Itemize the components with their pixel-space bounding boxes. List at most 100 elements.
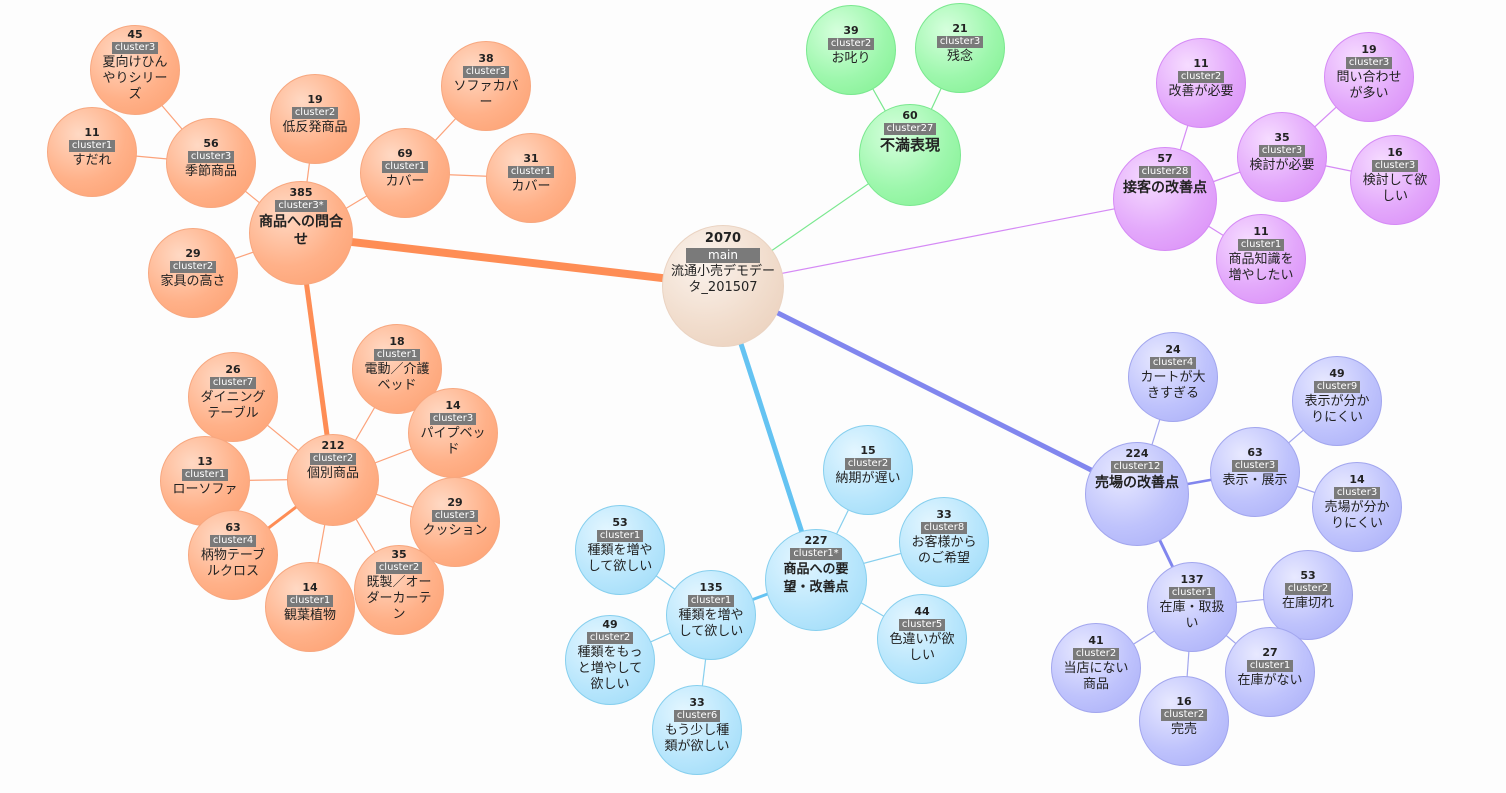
cluster-node[interactable]: 19 cluster2 低反発商品 [270, 74, 360, 164]
node-label: もう少し種類が欲しい [664, 722, 730, 754]
cluster-node[interactable]: 15 cluster2 納期が遅い [823, 425, 913, 515]
cluster-node[interactable]: 29 cluster3 クッション [410, 477, 500, 567]
cluster-tag: cluster6 [673, 709, 721, 722]
cluster-tag: cluster1 [68, 139, 116, 152]
cluster-node[interactable]: 49 cluster9 表示が分かりにくい [1292, 356, 1382, 446]
cluster-node[interactable]: 137 cluster1 在庫・取扱い [1147, 562, 1237, 652]
cluster-node[interactable]: 11 cluster1 すだれ [47, 107, 137, 197]
cluster-node[interactable]: 44 cluster5 色違いが欲しい [877, 594, 967, 684]
cluster-tag: cluster3 [1371, 159, 1419, 172]
cluster-tag: cluster3 [1231, 459, 1279, 472]
node-label: 売場の改善点 [1095, 475, 1179, 491]
cluster-tag: cluster9 [1313, 380, 1361, 393]
node-label: 納期が遅い [835, 470, 901, 486]
cluster-node[interactable]: 41 cluster2 当店にない商品 [1051, 623, 1141, 713]
hub-node[interactable]: 57 cluster28 接客の改善点 [1113, 147, 1217, 251]
hub-node[interactable]: 385 cluster3* 商品への問合せ [249, 181, 353, 285]
cluster-node[interactable]: 212 cluster2 個別商品 [287, 434, 379, 526]
node-label: 検討が必要 [1249, 157, 1315, 173]
node-count: 16 [1176, 694, 1192, 708]
cluster-node[interactable]: 69 cluster1 カバー [360, 128, 450, 218]
cluster-node[interactable]: 39 cluster2 お叱り [806, 5, 896, 95]
node-label: 表示が分かりにくい [1304, 393, 1370, 425]
cluster-tag: cluster1 [1168, 586, 1216, 599]
node-label: 残念 [946, 48, 973, 64]
cluster-node[interactable]: 35 cluster3 検討が必要 [1237, 112, 1327, 202]
cluster-node[interactable]: 135 cluster1 種類を増やして欲しい [666, 570, 756, 660]
hub-node[interactable]: 224 cluster12 売場の改善点 [1085, 442, 1189, 546]
cluster-node[interactable]: 63 cluster4 柄物テーブルクロス [188, 510, 278, 600]
cluster-tag: cluster2 [1284, 582, 1332, 595]
root-node[interactable]: 2070 main 流通小売デモデータ_201507 [662, 225, 784, 347]
cluster-node[interactable]: 26 cluster7 ダイニングテーブル [188, 352, 278, 442]
cluster-tag: cluster7 [209, 376, 257, 389]
node-count: 224 [1125, 447, 1149, 460]
cluster-node[interactable]: 24 cluster4 カートが大きすぎる [1128, 332, 1218, 422]
edge-root-violet [720, 282, 1139, 496]
cluster-node[interactable]: 49 cluster2 種類をもっと増やして欲しい [565, 615, 655, 705]
cluster-node[interactable]: 53 cluster2 在庫切れ [1263, 550, 1353, 640]
node-count: 13 [197, 454, 213, 468]
node-count: 53 [612, 515, 628, 529]
cluster-tag: cluster3 [1258, 144, 1306, 157]
cluster-node[interactable]: 31 cluster1 カバー [486, 133, 576, 223]
node-count: 33 [936, 507, 952, 521]
cluster-tag: cluster1 [1237, 238, 1285, 251]
node-label: 当店にない商品 [1063, 660, 1129, 692]
cluster-tag: cluster8 [920, 521, 968, 534]
cluster-node[interactable]: 33 cluster8 お客様からのご希望 [899, 497, 989, 587]
node-count: 45 [127, 27, 143, 41]
node-count: 14 [302, 580, 318, 594]
cluster-tag: cluster3 [429, 412, 477, 425]
node-count: 41 [1088, 633, 1104, 647]
cluster-node[interactable]: 53 cluster1 種類を増やして欲しい [575, 505, 665, 595]
node-label: 接客の改善点 [1123, 180, 1207, 196]
node-label: ローソファ [172, 481, 238, 497]
node-label: 夏向けひんやりシリーズ [102, 54, 168, 102]
hub-node[interactable]: 60 cluster27 不満表現 [859, 104, 961, 206]
cluster-tag: cluster2 [1160, 708, 1208, 721]
node-label: 売場が分かりにくい [1324, 499, 1390, 531]
cluster-node[interactable]: 45 cluster3 夏向けひんやりシリーズ [90, 25, 180, 115]
node-label: お客様からのご希望 [911, 534, 977, 566]
cluster-tag: cluster2 [844, 457, 892, 470]
cluster-node[interactable]: 14 cluster3 パイプベッド [408, 388, 498, 478]
cluster-node[interactable]: 33 cluster6 もう少し種類が欲しい [652, 685, 742, 775]
node-label: 低反発商品 [282, 119, 348, 135]
cluster-node[interactable]: 11 cluster2 改善が必要 [1156, 38, 1246, 128]
node-count: 35 [391, 547, 407, 561]
node-label: 商品への問合せ [259, 214, 343, 248]
cluster-tag: cluster1* [790, 548, 842, 560]
cluster-node[interactable]: 35 cluster2 既製／オーダーカーテン [354, 545, 444, 635]
cluster-tag: cluster1 [687, 594, 735, 607]
node-label: 在庫・取扱い [1159, 599, 1225, 631]
cluster-node[interactable]: 14 cluster3 売場が分かりにくい [1312, 462, 1402, 552]
cluster-node[interactable]: 16 cluster2 完売 [1139, 676, 1229, 766]
node-label: 完売 [1170, 721, 1197, 737]
node-count: 21 [952, 21, 968, 35]
cluster-node[interactable]: 56 cluster3 季節商品 [166, 118, 256, 208]
cluster-node[interactable]: 21 cluster3 残念 [915, 3, 1005, 93]
cluster-node[interactable]: 27 cluster1 在庫がない [1225, 627, 1315, 717]
cluster-node[interactable]: 11 cluster1 商品知識を増やしたい [1216, 214, 1306, 304]
node-label: カバー [511, 178, 551, 194]
hub-node[interactable]: 227 cluster1* 商品への要望・改善点 [765, 529, 867, 631]
cluster-node[interactable]: 38 cluster3 ソファカバー [441, 41, 531, 131]
node-label: 種類を増やして欲しい [587, 542, 653, 574]
node-count: 11 [1253, 224, 1269, 238]
node-count: 63 [225, 520, 241, 534]
cluster-node[interactable]: 16 cluster3 検討して欲しい [1350, 135, 1440, 225]
cluster-tag: cluster1 [373, 348, 421, 361]
node-label: 検討して欲しい [1362, 172, 1428, 204]
cluster-node[interactable]: 63 cluster3 表示・展示 [1210, 427, 1300, 517]
node-label: 商品への要望・改善点 [783, 562, 849, 595]
node-count: 11 [1193, 56, 1209, 70]
node-count: 49 [1329, 366, 1345, 380]
cluster-node[interactable]: 29 cluster2 家具の高さ [148, 228, 238, 318]
cluster-tag: cluster5 [898, 618, 946, 631]
node-count: 33 [689, 695, 705, 709]
node-count: 27 [1262, 645, 1278, 659]
cluster-node[interactable]: 19 cluster3 問い合わせが多い [1324, 32, 1414, 122]
cluster-node[interactable]: 14 cluster1 観葉植物 [265, 562, 355, 652]
node-count: 19 [307, 92, 323, 106]
